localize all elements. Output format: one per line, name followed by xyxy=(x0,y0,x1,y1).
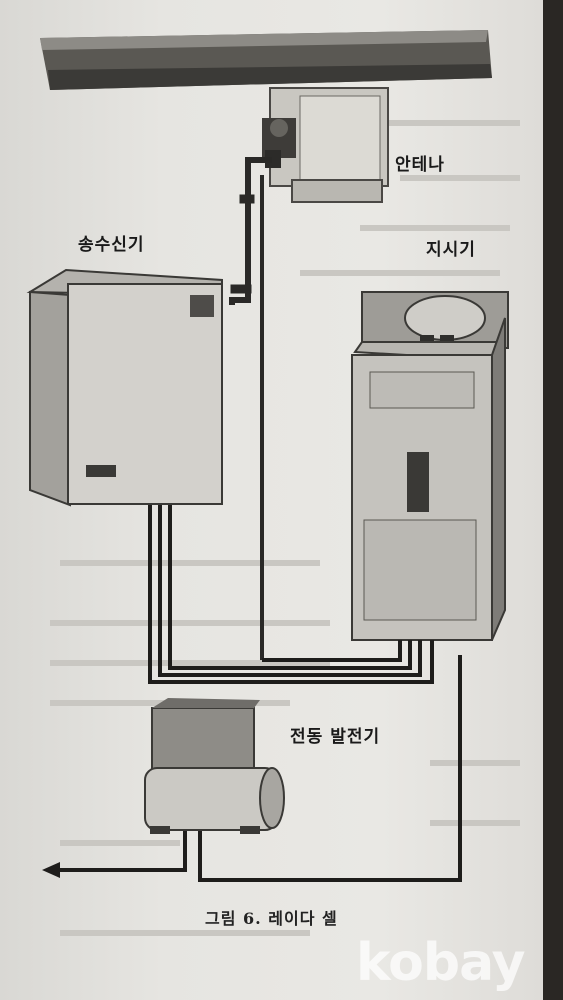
motor-generator-label: 전동 발전기 xyxy=(290,727,381,747)
arrow-icon xyxy=(42,862,60,878)
transceiver-label: 송수신기 xyxy=(78,235,145,255)
interconnect-cables xyxy=(60,505,462,882)
transceiver-unit xyxy=(26,268,223,507)
figure-caption: 그림 6. 레이다 셀 xyxy=(205,909,338,928)
antenna-unit xyxy=(40,30,492,203)
antenna-label: 안테나 xyxy=(395,155,445,175)
page-edge xyxy=(543,0,563,1000)
waveguide xyxy=(229,157,272,660)
motor-generator-unit xyxy=(144,698,285,834)
indicator-label: 지시기 xyxy=(426,240,476,260)
indicator-unit xyxy=(351,291,509,641)
watermark-logo: kobay xyxy=(356,933,526,993)
